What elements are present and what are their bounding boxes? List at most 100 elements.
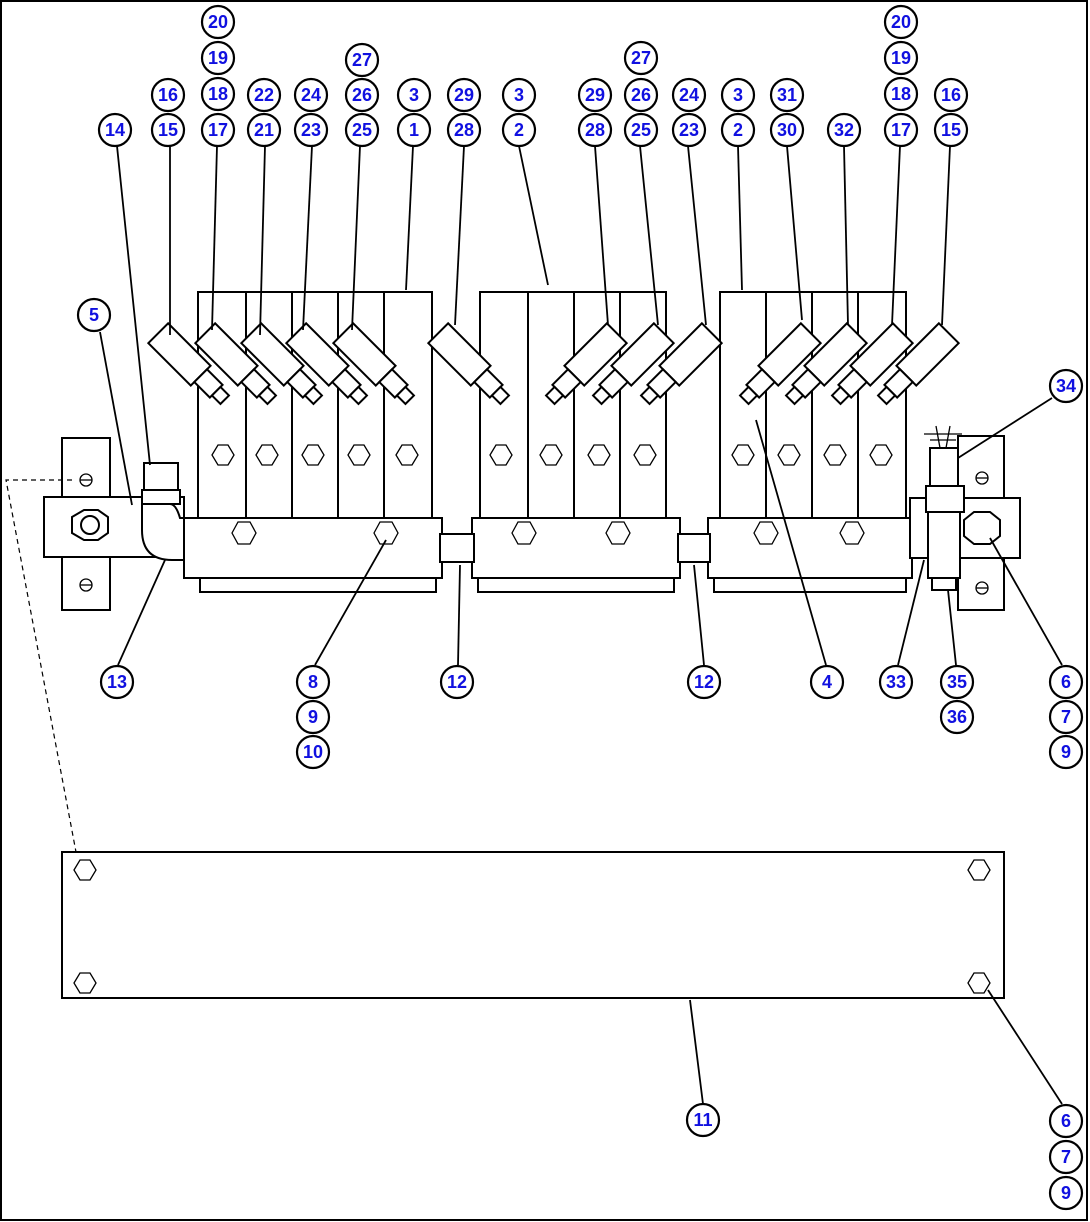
left-mounting-bracket xyxy=(43,437,185,611)
callout-bubble: 29 xyxy=(577,77,613,113)
callout-bubble: 9 xyxy=(1048,734,1084,770)
svg-text:15: 15 xyxy=(941,120,961,140)
callout-bubble: 23 xyxy=(293,112,329,148)
svg-text:19: 19 xyxy=(208,48,228,68)
callout-bubble: 8 xyxy=(295,664,331,700)
svg-text:36: 36 xyxy=(947,707,967,727)
inlet-elbow-fitting xyxy=(141,462,189,561)
callout-bubble: 3 xyxy=(720,77,756,113)
callout-bubble: 22 xyxy=(246,77,282,113)
svg-text:21: 21 xyxy=(254,120,274,140)
callout-bubble: 12 xyxy=(439,664,475,700)
callout-bubble: 33 xyxy=(878,664,914,700)
callout-bubble: 7 xyxy=(1048,699,1084,735)
svg-text:19: 19 xyxy=(891,48,911,68)
svg-text:12: 12 xyxy=(694,672,714,692)
callout-bubble: 15 xyxy=(150,112,186,148)
callout-bubble: 4 xyxy=(809,664,845,700)
callout-bubble: 3 xyxy=(396,77,432,113)
callout-bubble: 5 xyxy=(76,297,112,333)
callout-bubble: 17 xyxy=(883,112,919,148)
callout-bubble: 9 xyxy=(295,699,331,735)
svg-text:24: 24 xyxy=(301,85,321,105)
svg-text:12: 12 xyxy=(447,672,467,692)
svg-text:20: 20 xyxy=(208,12,228,32)
pressure-sensor xyxy=(924,425,965,591)
callout-bubble: 3 xyxy=(501,77,537,113)
callout-bubble: 20 xyxy=(883,4,919,40)
svg-text:25: 25 xyxy=(631,120,651,140)
svg-text:28: 28 xyxy=(454,120,474,140)
svg-text:5: 5 xyxy=(89,305,99,325)
svg-text:9: 9 xyxy=(1061,1183,1071,1203)
callout-bubble: 12 xyxy=(686,664,722,700)
svg-text:26: 26 xyxy=(631,85,651,105)
svg-text:3: 3 xyxy=(514,85,524,105)
callout-bubble: 16 xyxy=(150,77,186,113)
callout-bubble: 16 xyxy=(933,77,969,113)
svg-text:17: 17 xyxy=(891,120,911,140)
callout-bubble: 34 xyxy=(1048,368,1084,404)
callout-bubble: 36 xyxy=(939,699,975,735)
svg-text:6: 6 xyxy=(1061,1111,1071,1131)
callout-bubble: 26 xyxy=(623,77,659,113)
callout-bubble: 30 xyxy=(769,112,805,148)
callout-bubble: 6 xyxy=(1048,664,1084,700)
svg-text:24: 24 xyxy=(679,85,699,105)
callout-bubble: 35 xyxy=(939,664,975,700)
svg-text:26: 26 xyxy=(352,85,372,105)
svg-text:22: 22 xyxy=(254,85,274,105)
callout-bubble: 15 xyxy=(933,112,969,148)
callout-bubble: 27 xyxy=(623,40,659,76)
svg-text:2: 2 xyxy=(733,120,743,140)
svg-text:16: 16 xyxy=(941,85,961,105)
callout-bubbles: 20 19 18 17 27 26 25 16 15 22 21 24 23 3… xyxy=(76,4,1084,1211)
callout-bubble: 25 xyxy=(623,112,659,148)
svg-text:35: 35 xyxy=(947,672,967,692)
callout-bubble: 17 xyxy=(200,112,236,148)
svg-text:27: 27 xyxy=(631,48,651,68)
callout-bubble: 9 xyxy=(1048,1175,1084,1211)
callout-bubble: 24 xyxy=(671,77,707,113)
callout-bubble: 2 xyxy=(501,112,537,148)
callout-bubble: 23 xyxy=(671,112,707,148)
svg-text:8: 8 xyxy=(308,672,318,692)
valve-manifolds xyxy=(183,517,913,593)
svg-text:1: 1 xyxy=(409,120,419,140)
svg-text:9: 9 xyxy=(1061,742,1071,762)
svg-text:28: 28 xyxy=(585,120,605,140)
valve-hex-plugs xyxy=(211,444,893,545)
svg-text:32: 32 xyxy=(834,120,854,140)
callout-bubble: 21 xyxy=(246,112,282,148)
callout-bubble: 6 xyxy=(1048,1103,1084,1139)
svg-text:7: 7 xyxy=(1061,707,1071,727)
svg-text:6: 6 xyxy=(1061,672,1071,692)
svg-text:30: 30 xyxy=(777,120,797,140)
svg-text:18: 18 xyxy=(208,84,228,104)
callout-bubble: 32 xyxy=(826,112,862,148)
svg-text:18: 18 xyxy=(891,84,911,104)
callout-bubble: 20 xyxy=(200,4,236,40)
callout-bubble: 18 xyxy=(200,76,236,112)
mounting-plate xyxy=(61,851,1005,999)
svg-text:3: 3 xyxy=(409,85,419,105)
callout-bubble: 10 xyxy=(295,734,331,770)
svg-text:23: 23 xyxy=(679,120,699,140)
svg-text:17: 17 xyxy=(208,120,228,140)
svg-text:25: 25 xyxy=(352,120,372,140)
svg-text:34: 34 xyxy=(1056,376,1076,396)
svg-text:23: 23 xyxy=(301,120,321,140)
svg-text:3: 3 xyxy=(733,85,743,105)
svg-text:33: 33 xyxy=(886,672,906,692)
svg-text:14: 14 xyxy=(105,120,125,140)
leader-lines xyxy=(99,145,1063,1105)
svg-text:4: 4 xyxy=(822,672,832,692)
callout-bubble: 28 xyxy=(577,112,613,148)
svg-text:9: 9 xyxy=(308,707,318,727)
svg-text:13: 13 xyxy=(107,672,127,692)
callout-bubble: 18 xyxy=(883,76,919,112)
svg-text:20: 20 xyxy=(891,12,911,32)
callout-bubble: 24 xyxy=(293,77,329,113)
